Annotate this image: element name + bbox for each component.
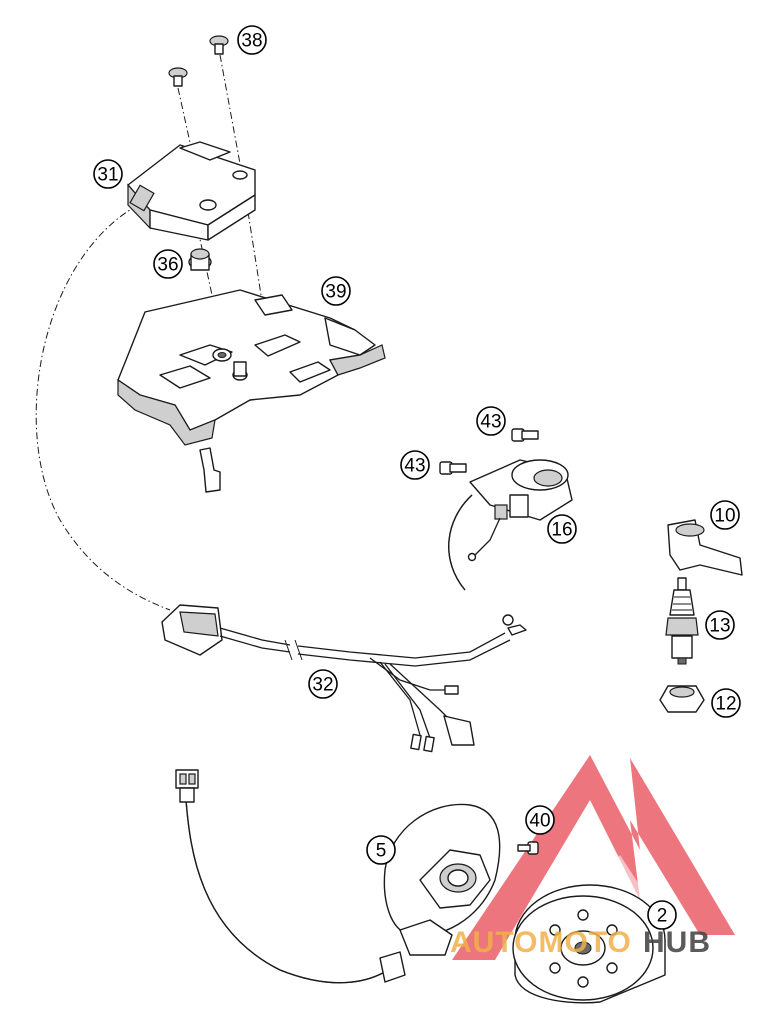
svg-text:13: 13 — [709, 616, 730, 637]
svg-text:AUTOMOTO: AUTOMOTO — [450, 926, 632, 959]
callout-10: 10 — [710, 500, 740, 530]
callout-43-upper: 43 — [476, 406, 506, 436]
rotor-2-icon — [512, 884, 666, 1004]
svg-text:5: 5 — [376, 841, 387, 862]
svg-text:43: 43 — [404, 456, 425, 477]
svg-text:HUB: HUB — [643, 926, 711, 959]
svg-text:40: 40 — [529, 811, 550, 832]
screw-43-icon — [439, 428, 539, 475]
svg-text:39: 39 — [325, 282, 346, 303]
svg-text:16: 16 — [551, 520, 572, 541]
callout-16: 16 — [547, 514, 577, 544]
callout-36: 36 — [153, 249, 183, 279]
callout-2: 2 — [647, 900, 677, 930]
grommet-36-icon — [188, 248, 212, 271]
callout-32: 32 — [308, 669, 338, 699]
callout-13: 13 — [705, 610, 735, 640]
svg-text:43: 43 — [480, 412, 501, 433]
callout-40: 40 — [525, 805, 555, 835]
spark-plug-cap-10-icon — [667, 519, 743, 576]
callout-38: 38 — [237, 25, 267, 55]
svg-text:38: 38 — [241, 31, 262, 52]
callout-39: 39 — [321, 276, 351, 306]
connector-guide-line — [35, 204, 171, 611]
ignition-coil-16-icon — [448, 459, 573, 591]
svg-text:36: 36 — [157, 255, 178, 276]
callout-5: 5 — [366, 835, 396, 865]
svg-text:31: 31 — [97, 165, 118, 186]
callout-12: 12 — [711, 688, 741, 718]
svg-text:12: 12 — [715, 694, 736, 715]
cap-seal-12-icon — [659, 685, 705, 713]
svg-text:2: 2 — [657, 906, 668, 927]
cdi-unit-31-icon — [127, 141, 256, 241]
callout-43-lower: 43 — [400, 450, 430, 480]
screw-38-icon — [168, 35, 229, 87]
wiring-harness-32-icon — [161, 604, 527, 753]
spark-plug-13-icon — [665, 577, 699, 665]
svg-text:32: 32 — [312, 675, 333, 696]
bolt-40-icon — [517, 841, 539, 855]
holder-39-icon — [117, 289, 386, 493]
callout-31: 31 — [93, 159, 123, 189]
svg-text:10: 10 — [714, 506, 735, 527]
stator-5-icon — [175, 769, 501, 984]
watermark-text: AUTOMOTO HUB — [450, 926, 711, 959]
